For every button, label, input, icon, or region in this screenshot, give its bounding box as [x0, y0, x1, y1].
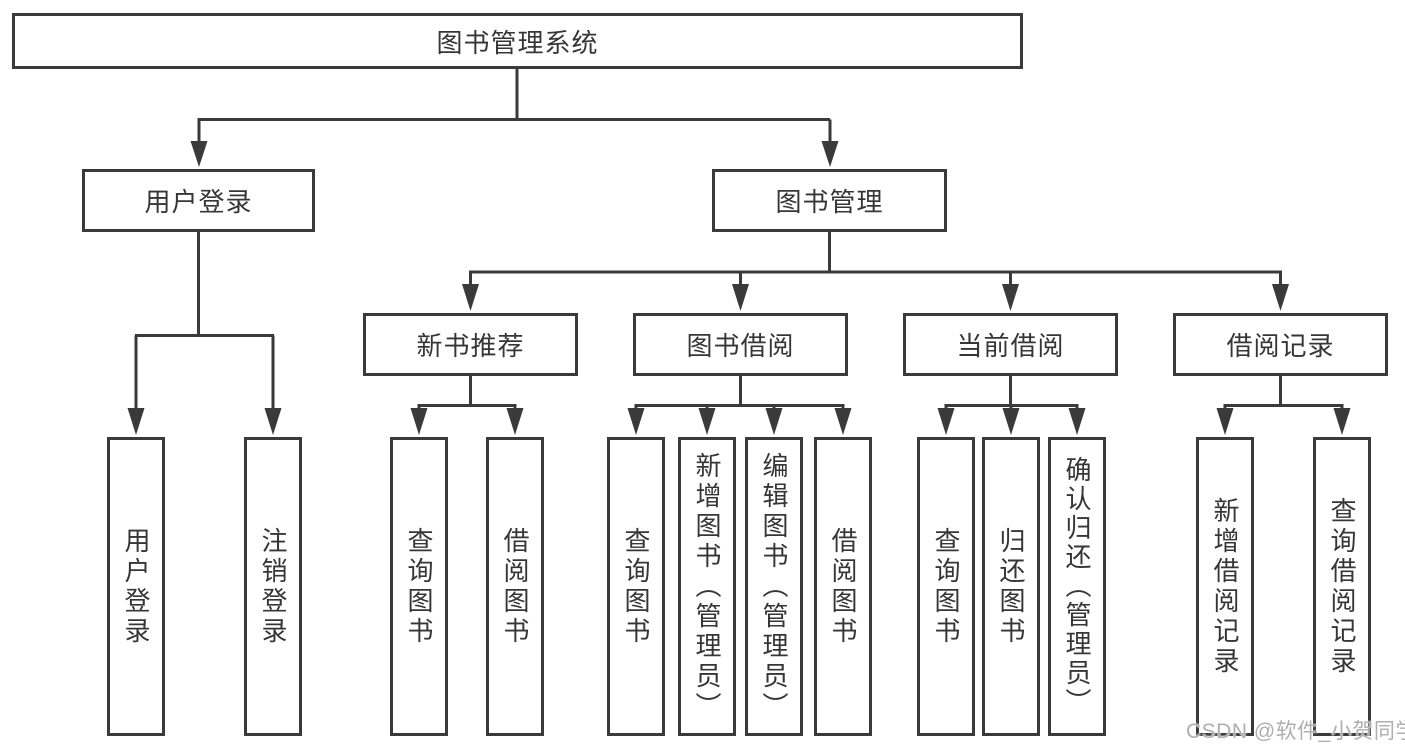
arrowhead	[410, 408, 428, 435]
arrowhead	[264, 408, 282, 435]
leaf-label: 新增借阅记录	[1210, 496, 1240, 677]
leaf-recommend-query-book: 查询图书	[390, 437, 448, 736]
node-root-library-system: 图书管理系统	[12, 13, 1023, 69]
leaf-borrow-borrow-book: 借阅图书	[814, 437, 872, 736]
arrowhead	[462, 284, 479, 311]
node-label: 新书推荐	[416, 331, 525, 361]
node-label: 借阅记录	[1226, 331, 1335, 361]
leaf-borrow-add-book-admin: 新增图书（管理员）	[678, 437, 736, 736]
connector-current-to-leaves	[937, 376, 1086, 435]
arrowhead	[1002, 408, 1020, 435]
node-label: 图书借阅	[686, 331, 795, 361]
arrowhead	[506, 408, 524, 435]
connector-borrow-to-leaves	[627, 376, 852, 435]
leaf-user-login: 用户登录	[107, 437, 165, 736]
csdn-watermark: CSDN @软件_小贺同学	[1186, 720, 1405, 743]
connector-book-mgmt-to-level3	[462, 232, 1289, 311]
arrowhead	[698, 408, 716, 435]
arrowhead	[732, 284, 749, 311]
arrowhead	[1272, 284, 1289, 311]
leaf-label: 编辑图书（管理员）	[759, 451, 789, 722]
arrowhead	[190, 141, 208, 167]
leaf-label: 查询图书	[621, 526, 651, 647]
leaf-current-return-book: 归还图书	[982, 437, 1040, 736]
node-label: 当前借阅	[956, 331, 1065, 361]
leaf-label: 借阅图书	[500, 526, 530, 647]
node-book-management: 图书管理	[712, 169, 947, 232]
node-user-login: 用户登录	[82, 169, 315, 232]
arrowhead	[937, 408, 955, 435]
leaf-label: 查询图书	[931, 526, 961, 647]
leaf-current-query-book: 查询图书	[917, 437, 975, 736]
leaf-label: 确认归还（管理员）	[1062, 456, 1092, 717]
leaf-label: 新增图书（管理员）	[692, 451, 722, 722]
leaf-current-confirm-return-admin: 确认归还（管理员）	[1048, 437, 1106, 736]
arrowhead	[127, 408, 145, 435]
node-current-borrow: 当前借阅	[903, 313, 1118, 376]
node-borrow-records: 借阅记录	[1173, 313, 1388, 376]
leaf-records-query-record: 查询借阅记录	[1313, 437, 1371, 736]
arrowhead	[834, 408, 852, 435]
node-label: 用户登录	[144, 187, 253, 217]
leaf-label: 注销登录	[258, 526, 288, 647]
leaf-logout-login: 注销登录	[244, 437, 302, 736]
arrowhead	[821, 141, 839, 167]
connector-root-to-level2	[190, 69, 839, 167]
leaf-label: 借阅图书	[828, 526, 858, 647]
leaf-records-add-record: 新增借阅记录	[1196, 437, 1254, 736]
leaf-label: 归还图书	[996, 526, 1026, 647]
arrowhead	[765, 408, 783, 435]
arrowhead	[1216, 408, 1234, 435]
arrowhead	[627, 408, 645, 435]
arrowhead	[1333, 408, 1351, 435]
leaf-borrow-edit-book-admin: 编辑图书（管理员）	[745, 437, 803, 736]
arrowhead	[1002, 284, 1019, 311]
node-new-book-recommend: 新书推荐	[363, 313, 578, 376]
leaf-recommend-borrow-book: 借阅图书	[486, 437, 544, 736]
leaf-label: 查询图书	[404, 526, 434, 647]
node-label: 图书管理	[775, 187, 884, 217]
node-label: 图书管理系统	[436, 27, 599, 58]
connector-records-to-leaves	[1216, 376, 1351, 435]
arrowhead	[1068, 408, 1086, 435]
leaf-borrow-query-book: 查询图书	[607, 437, 665, 736]
node-book-borrow: 图书借阅	[633, 313, 848, 376]
connector-user-login-to-leaves	[127, 232, 282, 435]
leaf-label: 用户登录	[121, 526, 151, 647]
connector-recommend-to-leaves	[410, 376, 524, 435]
leaf-label: 查询借阅记录	[1327, 496, 1357, 677]
